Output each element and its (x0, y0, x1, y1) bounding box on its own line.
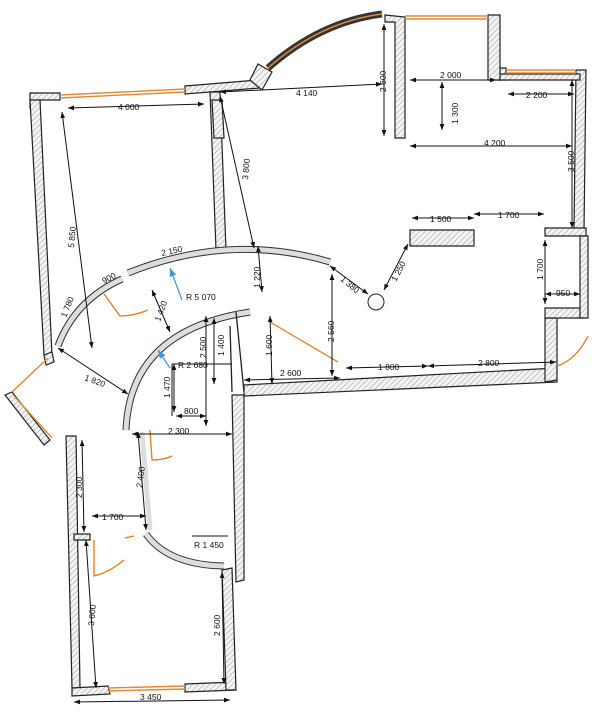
dim-1470: 1 470 (162, 376, 172, 398)
dimension-lines (57, 24, 580, 705)
dim-2300-horizontal: 2 300 (168, 426, 190, 436)
radius-arrow-r5070 (169, 267, 183, 301)
dim-5850: 5 850 (66, 226, 78, 248)
radius-r5070: R 5 070 (186, 292, 216, 302)
radius-arrow-r2680 (157, 349, 171, 369)
dim-2500: 2 500 (198, 336, 208, 358)
dim-1220: 1 220 (252, 266, 262, 288)
dim-1380: 1 380 (339, 274, 362, 296)
dim-2200: 2 200 (526, 90, 548, 100)
dim-2600-lower: 2 600 (212, 614, 222, 636)
dim-2600-mid: 2 600 (280, 368, 302, 378)
dim-3800: 3 800 (240, 158, 252, 180)
dim-2800: 2 800 (478, 358, 500, 368)
dim-2300-vertical: 2 300 (74, 476, 84, 498)
dim-3500: 3 500 (566, 150, 576, 172)
radius-r2680: R 2 680 (178, 360, 208, 370)
dim-1500: 1 500 (430, 214, 452, 224)
dim-1400: 1 400 (216, 334, 226, 356)
dim-1700-right: 1 700 (498, 210, 520, 220)
dim-4140: 4 140 (296, 88, 318, 98)
dim-2600-top: 2 600 (378, 70, 388, 92)
dim-1820: 1 820 (83, 372, 107, 389)
dim-1700-lower: 1 700 (102, 512, 124, 522)
dim-950: 950 (556, 288, 570, 298)
radius-r1450: R 1 450 (194, 540, 224, 550)
windows (11, 15, 576, 692)
dim-1700-vertical: 1 700 (535, 258, 545, 280)
dim-1250: 1 250 (389, 259, 408, 283)
dim-2150: 2 150 (160, 244, 183, 258)
dim-2400: 2 400 (134, 466, 147, 489)
dim-1420: 1 420 (152, 299, 169, 323)
dim-2000: 2 000 (440, 70, 462, 80)
dim-1800: 1 800 (378, 362, 400, 372)
dim-4200: 4 200 (484, 138, 506, 148)
dim-2560: 2 560 (326, 320, 336, 342)
dim-800: 800 (184, 406, 198, 416)
dim-3600: 3 600 (86, 604, 98, 626)
fixture-circle (367, 293, 385, 311)
dim-4000: 4 000 (118, 102, 140, 112)
dim-3450: 3 450 (140, 692, 162, 702)
dim-1600: 1 600 (264, 334, 274, 356)
curved-window-wall (265, 10, 383, 71)
dim-1300: 1 300 (450, 102, 460, 124)
exterior-walls (4, 14, 589, 697)
